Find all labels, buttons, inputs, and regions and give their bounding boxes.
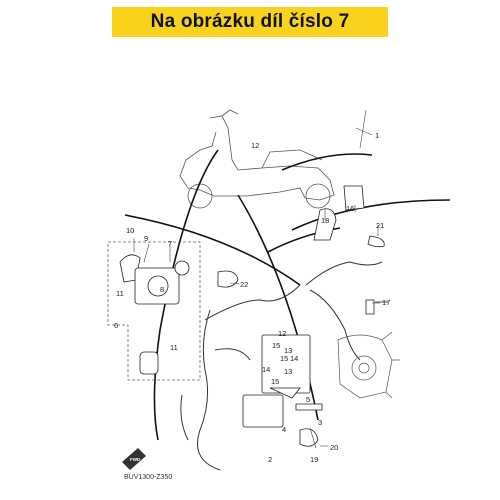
part-label-7: 7 <box>168 239 172 248</box>
part-labels: 1 2 3 4 5 6 7 8 9 10 11 11 12 12 13 13 1… <box>114 131 390 464</box>
part-label-13b: 13 <box>284 367 292 376</box>
part-label-10: 10 <box>126 226 134 235</box>
part-label-5: 5 <box>306 395 310 404</box>
fwd-label: FWD <box>130 457 141 462</box>
part-label-11b: 11 <box>170 343 178 352</box>
part-label-22: 22 <box>240 280 248 289</box>
part-label-16: 16 <box>346 204 354 213</box>
part-label-20: 20 <box>330 443 338 452</box>
part-label-14b: 14 <box>262 365 270 374</box>
part-label-18: 18 <box>321 216 329 225</box>
part-label-12a: 12 <box>251 141 259 150</box>
part-label-15c: 15 <box>271 377 279 386</box>
leader-curves <box>124 149 451 441</box>
part-label-2: 2 <box>268 455 272 464</box>
part-label-1: 1 <box>375 131 379 140</box>
part-label-6: 6 <box>114 321 118 330</box>
part-label-9: 9 <box>144 234 148 243</box>
fwd-arrow-icon: FWD <box>122 448 146 470</box>
part-label-15b: 15 <box>280 354 288 363</box>
wire-harness <box>180 261 383 471</box>
part-label-11a: 11 <box>116 289 124 298</box>
part-label-21: 21 <box>376 221 384 230</box>
diagram-code: BUV1300-Z350 <box>124 474 172 481</box>
title-banner: Na obrázku díl číslo 7 <box>112 7 388 37</box>
scooter-outline <box>179 109 335 209</box>
part-label-13a: 13 <box>284 346 292 355</box>
part-label-4: 4 <box>282 425 286 434</box>
components <box>119 185 388 447</box>
engine-block <box>337 331 400 399</box>
part-label-15a: 15 <box>272 341 280 350</box>
assembly-boxes <box>107 241 201 381</box>
part-label-3: 3 <box>318 418 322 427</box>
part-label-14a: 14 <box>290 354 298 363</box>
part-label-8: 8 <box>160 285 164 294</box>
part-label-19: 19 <box>310 455 318 464</box>
banner-title: Na obrázku díl číslo 7 <box>150 11 350 32</box>
part-label-12b: 12 <box>278 329 286 338</box>
part-label-17: 17 <box>382 298 390 307</box>
leader-lines <box>133 109 380 449</box>
